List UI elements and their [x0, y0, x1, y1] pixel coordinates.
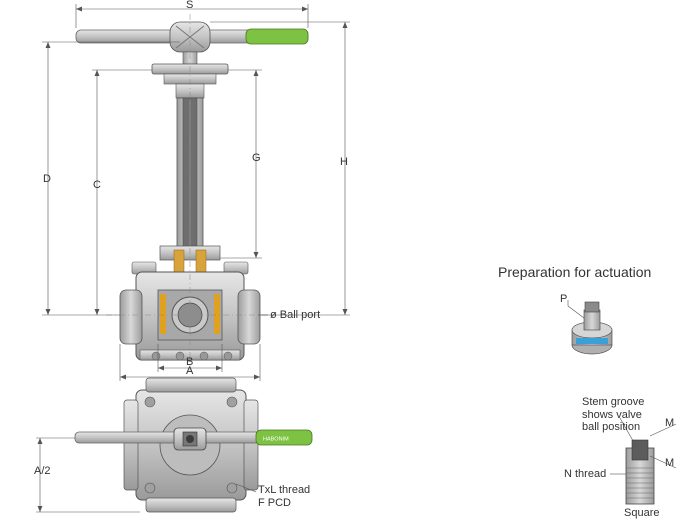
dim-b-label: B: [186, 356, 194, 368]
stem-groove-line3: ball position: [582, 421, 641, 434]
dim-c-label: C: [93, 179, 101, 191]
dim-a-label: A: [186, 365, 194, 377]
stem-groove-line2: shows valve: [582, 408, 642, 421]
valve-side-view: [75, 14, 309, 372]
dim-d-label: D: [43, 173, 51, 185]
ball-port-label: ø Ball port: [270, 309, 321, 321]
stem-detail: [610, 417, 677, 505]
dimension-lines: [36, 4, 350, 513]
stem-groove-line1: Stem groove: [582, 396, 645, 408]
handle-lever-top: [74, 431, 261, 444]
dim-m-bottom-label: M: [665, 457, 675, 469]
handle-grip-top: [255, 429, 313, 446]
dim-h-label: H: [340, 156, 348, 168]
actuation-stem-icon: [567, 300, 613, 355]
handle-grip: [245, 28, 309, 45]
end-port-right: [237, 289, 261, 345]
end-port-left: [119, 289, 143, 345]
thread-callout-line1: TxL thread: [258, 484, 311, 496]
svg-text:HABONIM: HABONIM: [263, 437, 289, 443]
square-label: Square: [624, 507, 660, 519]
stem-groove-callout: Stem groove shows valve ball position: [582, 396, 644, 434]
dim-g-label: G: [252, 152, 261, 164]
dim-m-top-label: M: [665, 417, 675, 429]
dim-p-label: P: [560, 293, 568, 305]
thread-callout: TxL thread F PCD: [258, 484, 310, 509]
valve-top-view: HABONIM: [74, 377, 313, 513]
dim-s-label: S: [186, 0, 194, 11]
actuation-heading: Preparation for actuation: [498, 264, 652, 280]
dimension-arrows: [37, 6, 348, 512]
n-thread-label: N thread: [564, 468, 607, 480]
thread-callout-line2: F PCD: [258, 496, 291, 509]
dim-a-half-label: A/2: [34, 465, 51, 477]
